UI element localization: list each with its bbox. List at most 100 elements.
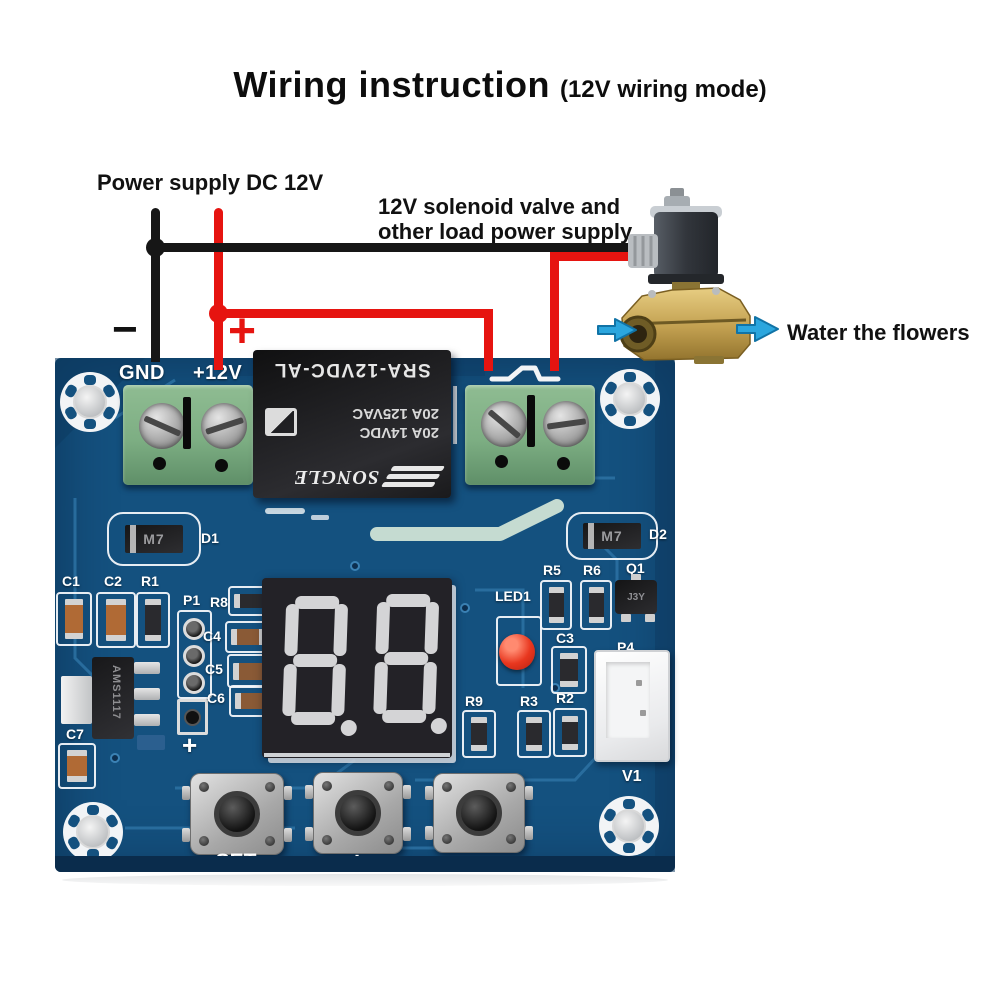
button-leg <box>182 828 190 842</box>
flow-arrow-in-icon <box>597 318 637 342</box>
transistor-pin <box>631 574 641 582</box>
power-input-terminal-block <box>123 385 253 485</box>
connector-pin <box>636 680 642 686</box>
power-supply-label: Power supply DC 12V <box>97 170 324 195</box>
smd-resistor <box>471 717 487 751</box>
led-outline <box>496 616 542 686</box>
component-label-c7: C7 <box>66 726 84 742</box>
relay-brand: SONGLE <box>292 466 379 488</box>
component-label-q1: Q1 <box>626 560 645 576</box>
songle-logo-icon <box>380 466 446 487</box>
terminal-label-gnd: GND <box>119 362 165 384</box>
button-screw <box>199 782 209 792</box>
header-hole <box>184 708 201 726</box>
diode-cathode-band <box>588 523 594 549</box>
smd-capacitor <box>235 693 270 709</box>
transistor-pin <box>645 614 655 622</box>
regulator-pin <box>134 662 160 674</box>
button-screw <box>265 836 275 846</box>
wire-junction-black <box>146 238 165 257</box>
component-label-c2: C2 <box>104 573 122 589</box>
terminal-wire-hole <box>153 457 166 470</box>
capacitor-c3 <box>551 646 587 694</box>
transistor-q1: J3Y <box>615 580 657 614</box>
wire-red-jumper <box>214 309 493 318</box>
diode-d2: M7 <box>566 512 658 560</box>
resistor-r6 <box>580 580 612 630</box>
flow-arrow-out-icon <box>736 316 779 342</box>
set-button <box>182 773 292 855</box>
board-reflection <box>62 874 668 886</box>
button-screw <box>265 782 275 792</box>
button-leg <box>305 827 313 841</box>
button-leg <box>525 786 533 800</box>
component-label-r2: R2 <box>556 690 574 706</box>
component-label-r9: R9 <box>465 693 483 709</box>
voltage-regulator: AMS1117 <box>92 657 134 739</box>
terminal-divider <box>527 395 535 447</box>
component-label-c1: C1 <box>62 573 80 589</box>
button-screw <box>199 836 209 846</box>
plus-polarity-mark: + <box>228 305 257 358</box>
component-label-r8: R8 <box>210 594 228 610</box>
status-led <box>499 634 535 670</box>
button-screw <box>322 781 332 791</box>
wire-junction-red <box>209 304 228 323</box>
capacitor-c1 <box>56 592 92 646</box>
regulator-tab <box>61 676 92 724</box>
minus-polarity-mark: − <box>112 305 138 354</box>
component-label-led1: LED1 <box>495 588 531 604</box>
minus-button <box>425 773 533 853</box>
terminal-screw-out1 <box>481 401 527 447</box>
regulator-marking: AMS1117 <box>110 665 122 720</box>
wire-red-from-valve <box>550 252 640 261</box>
screw-slot <box>487 409 521 439</box>
terminal-divider <box>183 397 191 449</box>
button-leg <box>305 785 313 799</box>
button-plunger <box>214 791 260 837</box>
sensor-header-p1 <box>177 610 212 699</box>
connector-cavity <box>606 662 650 738</box>
button-screw <box>384 835 394 845</box>
display-bevel <box>264 753 450 757</box>
wire-red-to-relay-no <box>550 252 559 371</box>
component-label-r5: R5 <box>543 562 561 578</box>
wire-black-negative <box>151 208 160 362</box>
diode-cathode-band <box>130 525 136 553</box>
button-leg <box>425 786 433 800</box>
button-leg <box>182 786 190 800</box>
screw-slot <box>143 415 181 437</box>
smd-resistor <box>548 587 564 623</box>
smd-capacitor <box>106 599 126 641</box>
diode-d1: M7 <box>107 512 201 566</box>
relay-model: SRA-12VDC-AL <box>273 359 431 380</box>
diode-body: M7 <box>583 523 641 549</box>
terminal-screw-12v <box>201 403 247 449</box>
smd-capacitor <box>560 653 578 687</box>
button-leg <box>403 785 411 799</box>
relay-brand-row: SONGLE <box>265 465 446 488</box>
transistor-marking: J3Y <box>627 591 645 603</box>
relay-rating-ac: 20A 125VAC <box>352 405 439 423</box>
smd-capacitor <box>65 599 83 639</box>
terminal-label-12v: +12V <box>193 362 243 384</box>
controller-pcb: GND +12V SONGLE <box>55 350 675 877</box>
title-sub: (12V wiring mode) <box>559 76 767 103</box>
diode-marking: M7 <box>143 531 165 547</box>
header-hole <box>183 672 205 694</box>
connector-p4 <box>594 650 670 762</box>
resistor-r9 <box>462 710 496 758</box>
screw-slot <box>204 417 244 435</box>
smd-capacitor <box>231 629 265 645</box>
component-label-c3: C3 <box>556 630 574 646</box>
component-label-r1: R1 <box>141 573 159 589</box>
component-label-p1: P1 <box>183 592 201 608</box>
relay-ratings-row: 20A 14VDC 20A 125VAC <box>265 404 439 441</box>
resistor-r1 <box>136 592 170 648</box>
page-title: Wiring instruction(12V wiring mode) <box>0 64 1000 106</box>
resistor-r2 <box>553 708 587 757</box>
button-screw <box>322 835 332 845</box>
smd-resistor <box>562 715 578 750</box>
relay-print: SONGLE 20A 14VDC 20A 125VAC SRA-12VDC-AL <box>253 350 451 498</box>
